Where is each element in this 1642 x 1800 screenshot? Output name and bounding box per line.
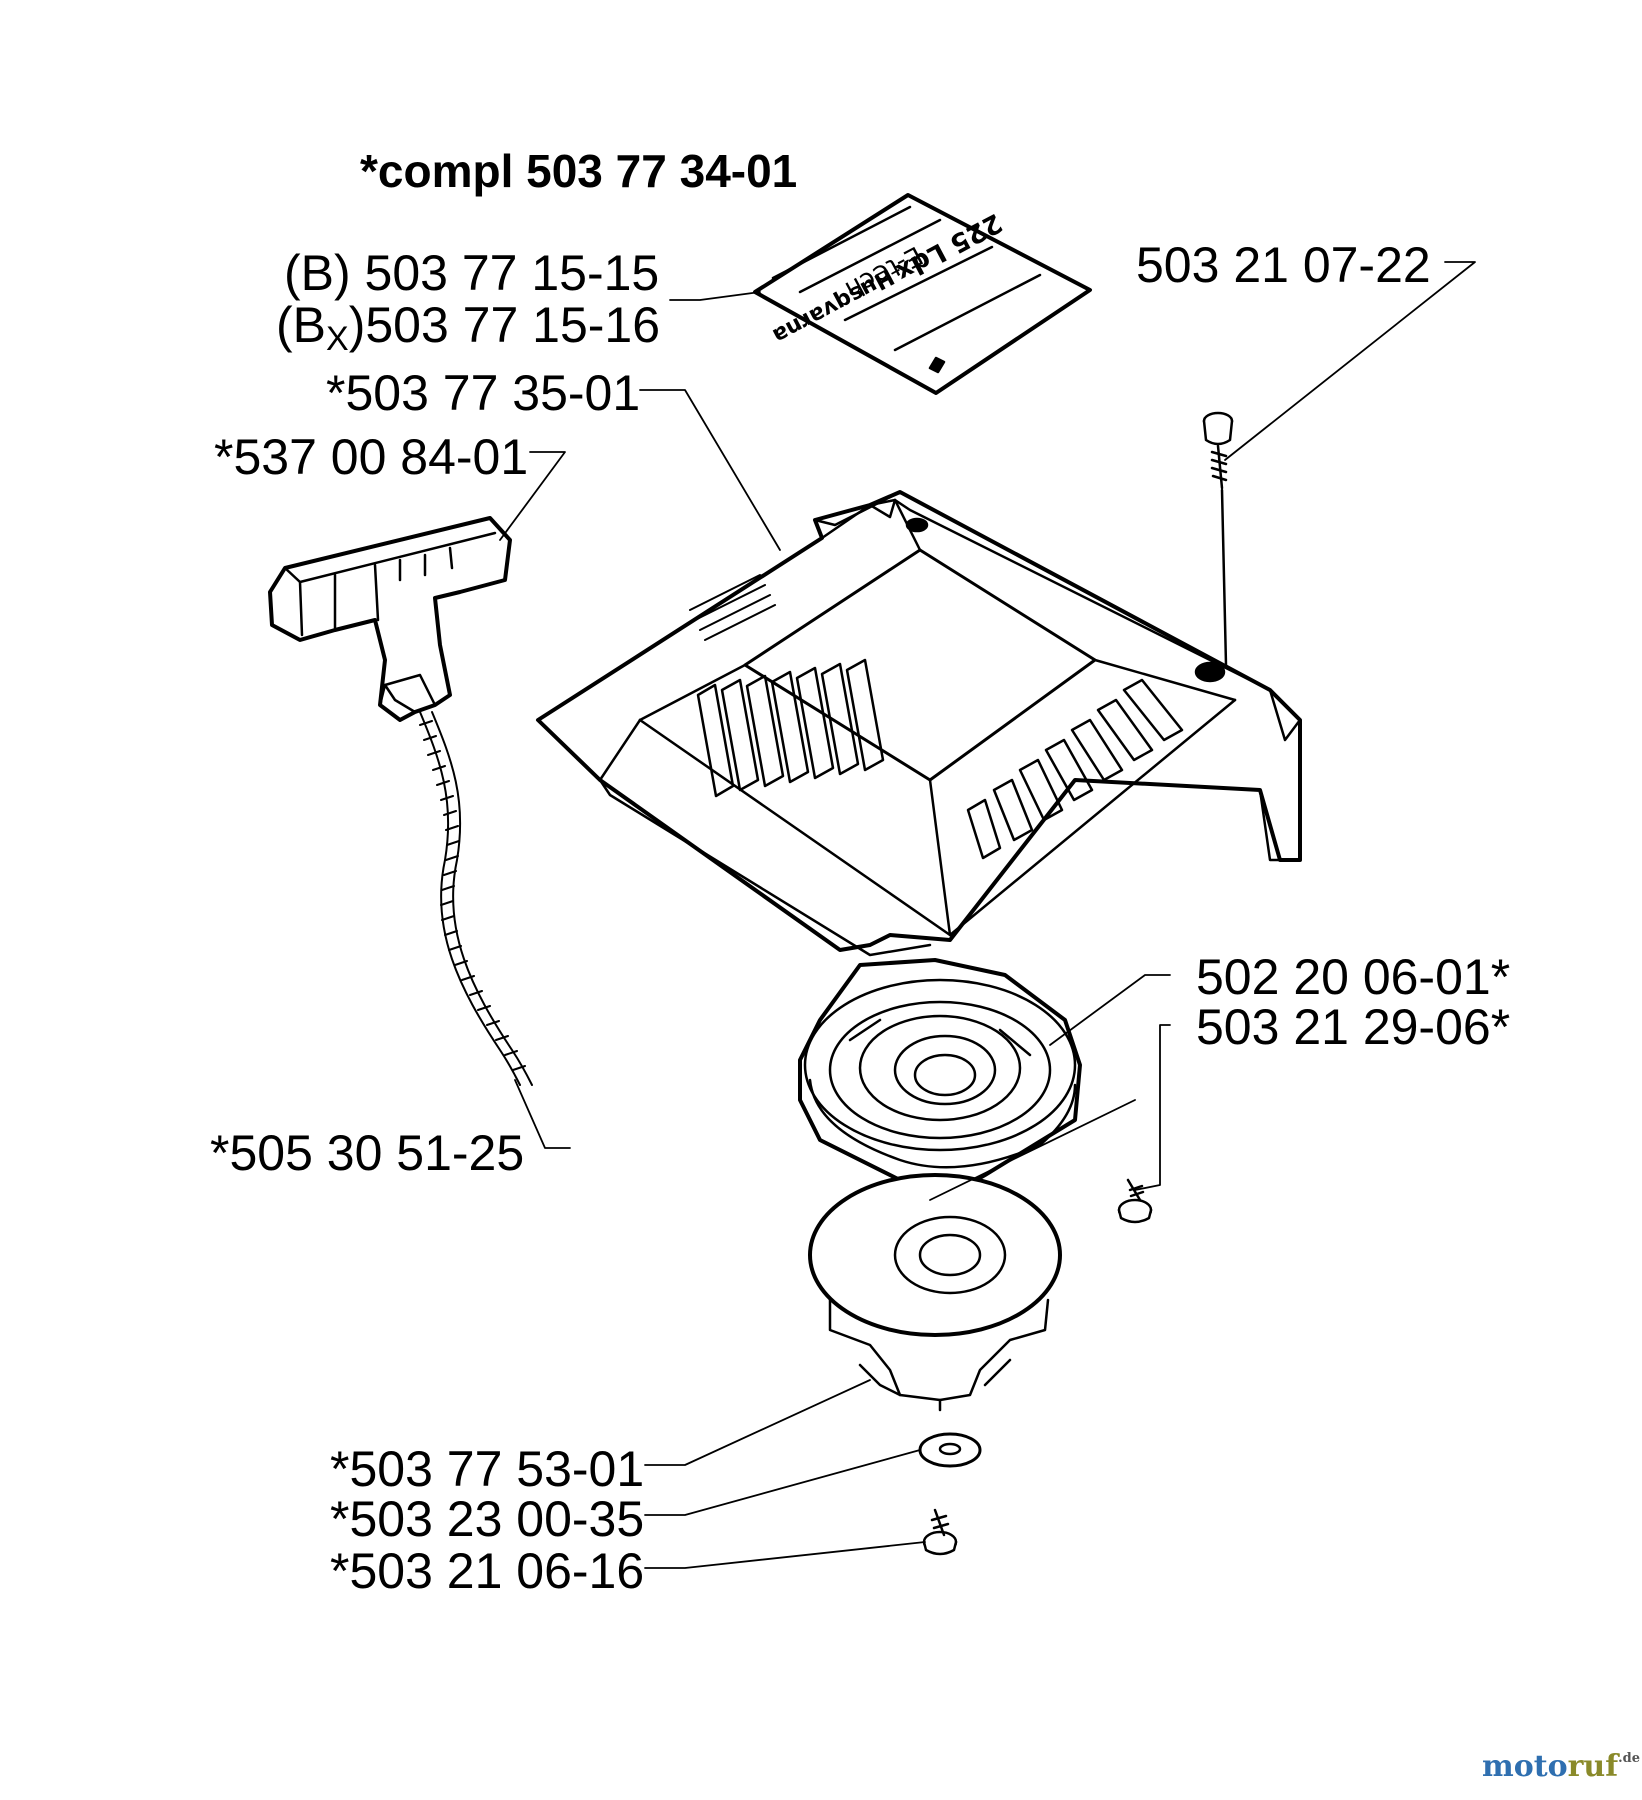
label-decal-bx-suffix: )503 77 15-16 <box>348 297 661 353</box>
decal-plate: Husqvarna E-tech 225 Ldx <box>753 193 1092 395</box>
label-decal-b: (B) 503 77 15-15 <box>284 245 660 301</box>
label-decal-bx-prefix: (B <box>276 297 326 353</box>
label-screw-small: 503 21 29-06* <box>1196 999 1511 1055</box>
label-washer: *503 23 00-35 <box>330 1491 645 1547</box>
label-spring-cassette: 502 20 06-01* <box>1196 949 1511 1005</box>
label-handle: *537 00 84-01 <box>214 429 529 485</box>
small-screw <box>1117 1178 1153 1224</box>
label-pulley: *503 77 53-01 <box>330 1441 645 1497</box>
bottom-screw <box>922 1508 958 1556</box>
starter-cover <box>536 490 1302 957</box>
assembly-title: *compl 503 77 34-01 <box>360 145 798 197</box>
starter-pulley <box>808 1173 1062 1412</box>
spring-cassette <box>798 958 1082 1217</box>
washer <box>918 1432 982 1468</box>
label-screw-bottom: *503 21 06-16 <box>330 1543 645 1599</box>
watermark-logo: motoruf.de <box>1482 1752 1640 1782</box>
label-rope: *505 30 51-25 <box>210 1125 525 1181</box>
leader-lines <box>499 261 1476 1569</box>
label-decal-bx-subscript: X <box>326 320 349 358</box>
label-decal-bx: (BX)503 77 15-16 <box>276 300 660 356</box>
watermark-tld: .de <box>1618 1751 1641 1766</box>
starter-rope <box>419 711 533 1086</box>
label-cover: *503 77 35-01 <box>326 365 641 421</box>
label-screw-top: 503 21 07-22 <box>1136 237 1431 293</box>
top-screw <box>1202 411 1234 667</box>
watermark-part2: ruf <box>1567 1749 1619 1784</box>
watermark-part1: moto <box>1482 1749 1568 1784</box>
starter-handle <box>268 516 512 722</box>
